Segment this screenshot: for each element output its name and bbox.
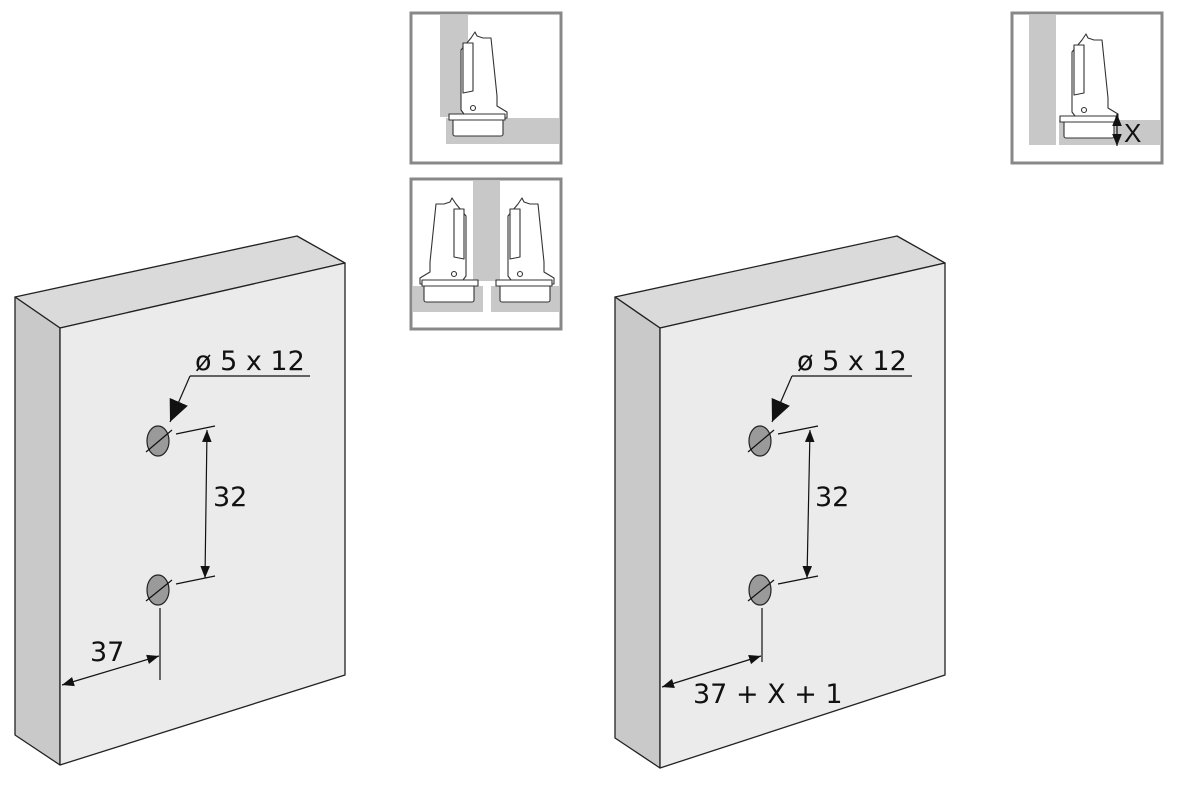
hole-spacing-label: 32 [815, 482, 849, 513]
hole-spec-label: ø 5 x 12 [797, 346, 907, 377]
drill-hole-top [748, 425, 772, 457]
hole-spacing-label: 32 [213, 482, 247, 513]
panel-front-face [59, 262, 346, 766]
offset-x-label: X [1124, 118, 1141, 148]
hole-spec-label: ø 5 x 12 [195, 346, 305, 377]
edge-distance-label: 37 + X + 1 [693, 679, 843, 710]
hinge-icon-inset-offset: X [1010, 11, 1164, 165]
panel-side-face [14, 296, 61, 766]
edge-distance-label: 37 [90, 637, 124, 668]
drill-hole-bottom [146, 574, 170, 606]
right-panel: 32 37 + X + 1 ø 5 x 12 [614, 235, 946, 769]
drill-hole-bottom [748, 574, 772, 606]
panel-side-face [614, 296, 661, 769]
left-panel: 32 37 ø 5 x 12 [14, 235, 346, 766]
drill-hole-top [146, 425, 170, 457]
hinge-icon-half-overlay [409, 177, 563, 331]
hinge-icon-full-overlay [409, 11, 563, 165]
